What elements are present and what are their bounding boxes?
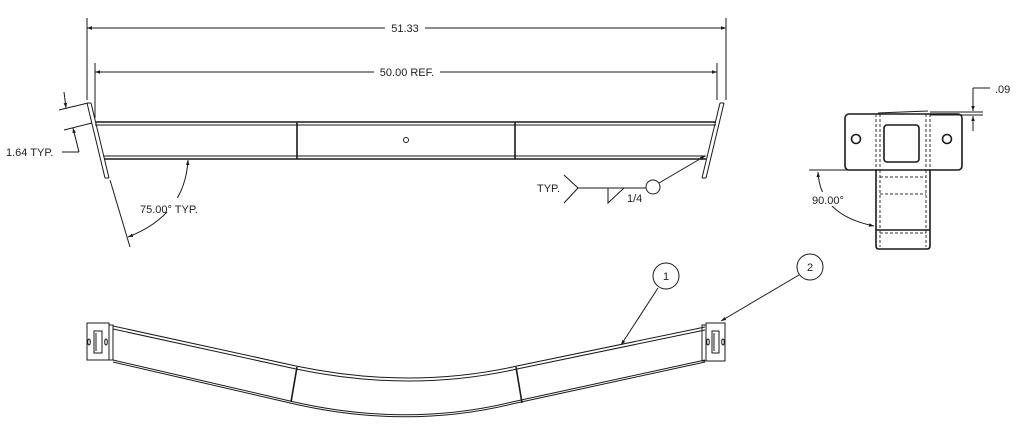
dimension-end-offset: 1.64 TYP.	[6, 91, 93, 159]
flange-plate	[844, 113, 963, 171]
balloon-2: 2	[720, 253, 824, 322]
mount-hole	[850, 133, 862, 145]
isometric-view: 1 2	[86, 253, 824, 418]
dimension-end-angle: 75.00° TYP.	[109, 159, 206, 248]
balloon-number: 1	[663, 271, 669, 283]
iso-left-end-plate	[86, 322, 114, 361]
tube-body	[95, 121, 716, 160]
hole	[403, 137, 409, 143]
left-end-plate	[86, 102, 110, 179]
mount-hole	[941, 133, 953, 145]
dimension-plate-thickness: .09	[930, 84, 1010, 131]
square-opening	[883, 124, 920, 163]
dimension-reference-length: 50.00 REF.	[95, 67, 717, 79]
dimension-angle: 90.00°	[809, 169, 876, 227]
side-view: .09 90.00°	[809, 84, 1010, 250]
weld-all-around-icon	[645, 179, 661, 195]
dimension-text: 51.33	[391, 23, 419, 35]
weld-note: TYP.	[537, 183, 560, 195]
dimension-text: .09	[995, 84, 1010, 96]
balloon-number: 2	[807, 262, 813, 274]
dimension-text: 1.64 TYP.	[6, 147, 53, 159]
dimension-text: 50.00 REF.	[380, 67, 434, 79]
front-view: 51.33 50.00 REF.	[6, 18, 727, 248]
weld-size: 1/4	[627, 193, 642, 205]
dimension-text: 90.00°	[812, 195, 844, 207]
right-end-plate	[701, 102, 725, 179]
balloon-1: 1	[620, 262, 680, 346]
dimension-text: 75.00° TYP.	[140, 204, 198, 216]
iso-right-end-plate	[701, 322, 726, 362]
weld-symbol: TYP. 1/4	[537, 155, 706, 205]
dimension-overall-length: 51.33	[87, 23, 726, 35]
